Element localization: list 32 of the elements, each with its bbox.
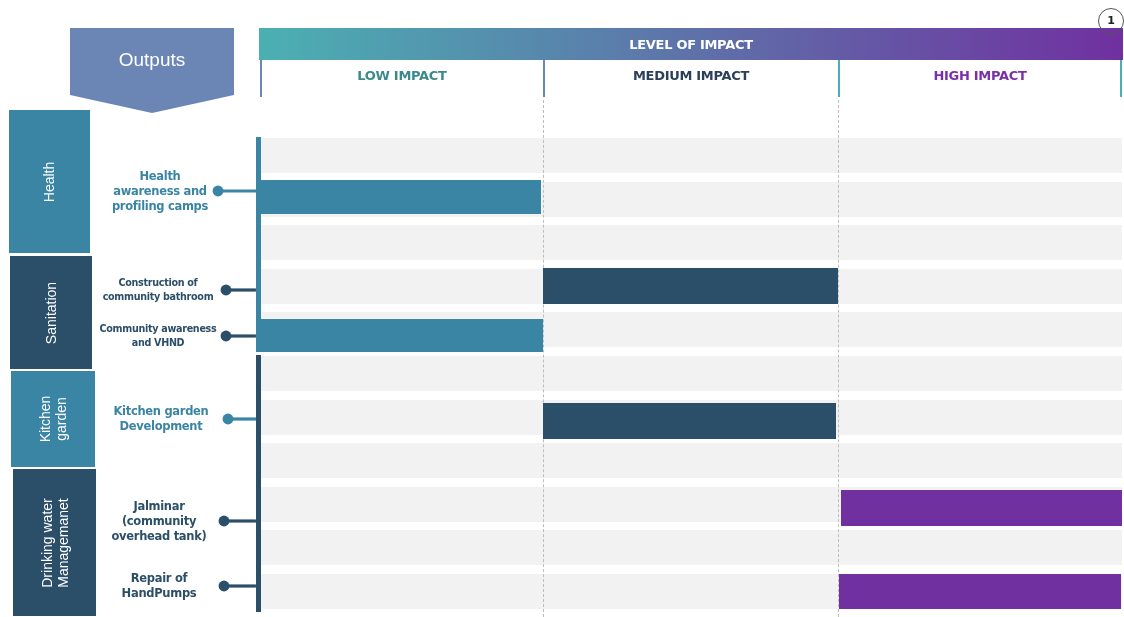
output-label: Kitchen garden Development: [100, 403, 222, 435]
header-band: [259, 28, 1123, 60]
column-header: HIGH IMPACT: [932, 68, 1028, 85]
category-box: [13, 469, 96, 616]
connector-line: [220, 330, 256, 342]
connector-line: [218, 515, 256, 527]
column-header: LOW IMPACT: [356, 68, 448, 85]
connector-line: [222, 413, 256, 425]
impact-bar: [839, 574, 1121, 609]
connector-line: [220, 284, 256, 296]
column-header: MEDIUM IMPACT: [631, 68, 751, 85]
category-label: Drinking water Managemanet: [38, 497, 71, 588]
connector-line: [212, 185, 256, 197]
header-title: LEVEL OF IMPACT: [629, 36, 753, 52]
category-label: Kitchen garden: [37, 394, 69, 445]
output-label: Construction of community bathroom: [96, 274, 220, 306]
impact-bar: [543, 403, 836, 439]
output-label: Repair of HandPumps: [100, 570, 218, 602]
output-label: Community awareness and VHND: [96, 320, 220, 352]
category-box: [9, 110, 90, 253]
impact-bar: [543, 268, 838, 304]
category-label: Health: [41, 161, 58, 202]
banner-title: Outputs: [117, 48, 187, 72]
category-label: Sanitation: [43, 281, 59, 344]
impact-bar: [841, 490, 1122, 526]
category-box: [10, 256, 92, 369]
impact-bar: [261, 180, 541, 214]
category-box: [11, 371, 95, 467]
output-label: Jalminar (community overhead tank): [100, 497, 218, 545]
output-label: Health awareness and profiling camps: [108, 167, 212, 215]
impact-bar: [261, 319, 543, 352]
connector-line: [218, 580, 256, 592]
